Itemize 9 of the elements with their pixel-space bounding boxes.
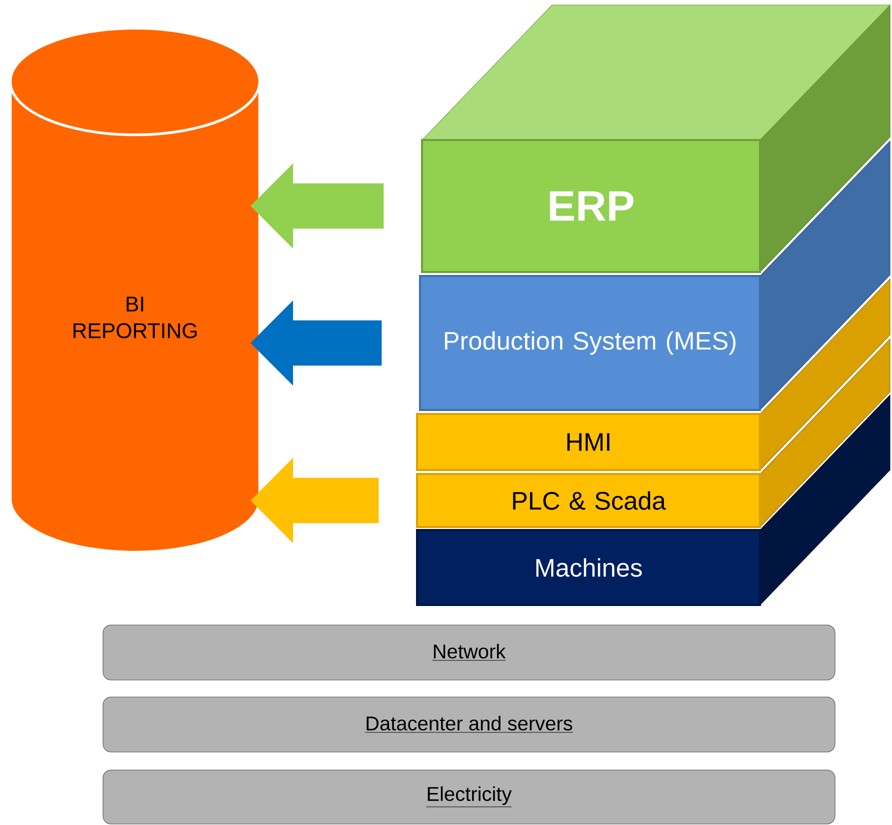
layer-bar: Network [102, 624, 836, 680]
cylinder: BI REPORTING [9, 26, 261, 554]
layer-box: ERP [421, 139, 761, 273]
layer-bar: Datacenter and servers [102, 696, 836, 752]
layer-box: Machines [416, 529, 761, 606]
layer-box: Production System (MES) [419, 275, 761, 411]
layer-bar: Electricity [102, 770, 836, 824]
layer-box: PLC & Scada [416, 473, 761, 528]
layer-box: HMI [416, 413, 761, 471]
